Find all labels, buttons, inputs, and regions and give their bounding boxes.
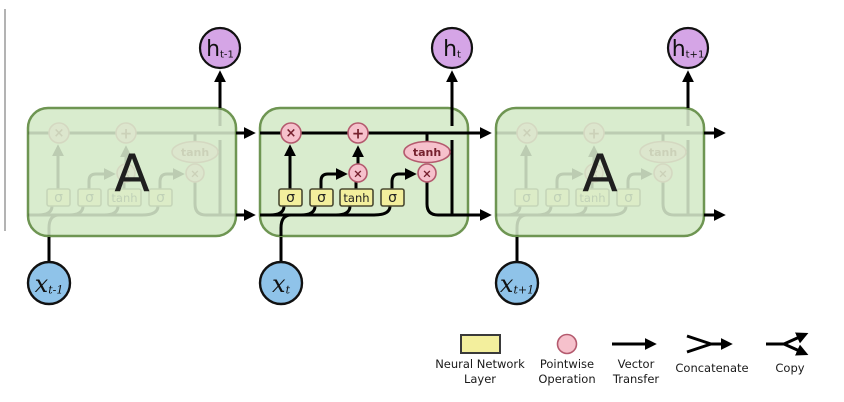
cell-left-label: A bbox=[114, 144, 150, 204]
legend-neural-network-layer-label-1: Neural Network bbox=[435, 357, 525, 371]
cell-right-label: A bbox=[582, 144, 618, 204]
x-center-main: x bbox=[272, 270, 286, 298]
x-node-left bbox=[26, 260, 72, 306]
h-node-center bbox=[430, 26, 474, 70]
legend-pointwise-operation-label-1: Pointwise bbox=[540, 357, 594, 371]
legend-neural-network-layer-label-2: Layer bbox=[464, 372, 496, 386]
h-label-center: ht bbox=[443, 37, 461, 62]
x-left-main: x bbox=[35, 270, 49, 298]
legend: Neural Network Layer Pointwise Operation… bbox=[435, 332, 809, 386]
h-left-sub: t-1 bbox=[220, 49, 234, 60]
x-node-right bbox=[494, 260, 540, 306]
legend-vector-transfer-label-2: Transfer bbox=[612, 372, 660, 386]
h-node-left bbox=[198, 26, 242, 70]
x-node-center bbox=[258, 260, 304, 306]
h-left-main: h bbox=[206, 37, 220, 62]
h-label-left: ht-1 bbox=[206, 37, 234, 62]
h-center-sub: t bbox=[457, 49, 461, 60]
legend-copy-arrow-up bbox=[783, 332, 809, 346]
legend-vector-transfer-label-1: Vector bbox=[618, 357, 655, 371]
h-node-right bbox=[666, 26, 710, 70]
legend-neural-network-layer-swatch bbox=[460, 334, 501, 354]
legend-copy-label: Copy bbox=[775, 361, 804, 375]
legend-pointwise-operation-swatch bbox=[556, 333, 578, 355]
x-label-right: xt+1 bbox=[500, 270, 534, 298]
x-left-sub: t-1 bbox=[48, 283, 63, 296]
legend-copy-arrow-down bbox=[783, 342, 809, 356]
x-center-sub: t bbox=[286, 283, 291, 296]
x-label-left: xt-1 bbox=[35, 270, 64, 298]
h-right-sub: t+1 bbox=[686, 49, 705, 60]
legend-pointwise-operation-label-2: Operation bbox=[538, 372, 595, 386]
legend-concatenate-merge-lines bbox=[686, 334, 712, 354]
x-label-center: xt bbox=[272, 270, 291, 298]
h-label-right: ht+1 bbox=[672, 37, 705, 62]
x-right-main: x bbox=[500, 270, 514, 298]
x-right-sub: t+1 bbox=[513, 283, 534, 296]
h-right-main: h bbox=[672, 37, 686, 62]
h-center-main: h bbox=[443, 37, 457, 62]
legend-concatenate-label: Concatenate bbox=[675, 361, 748, 375]
